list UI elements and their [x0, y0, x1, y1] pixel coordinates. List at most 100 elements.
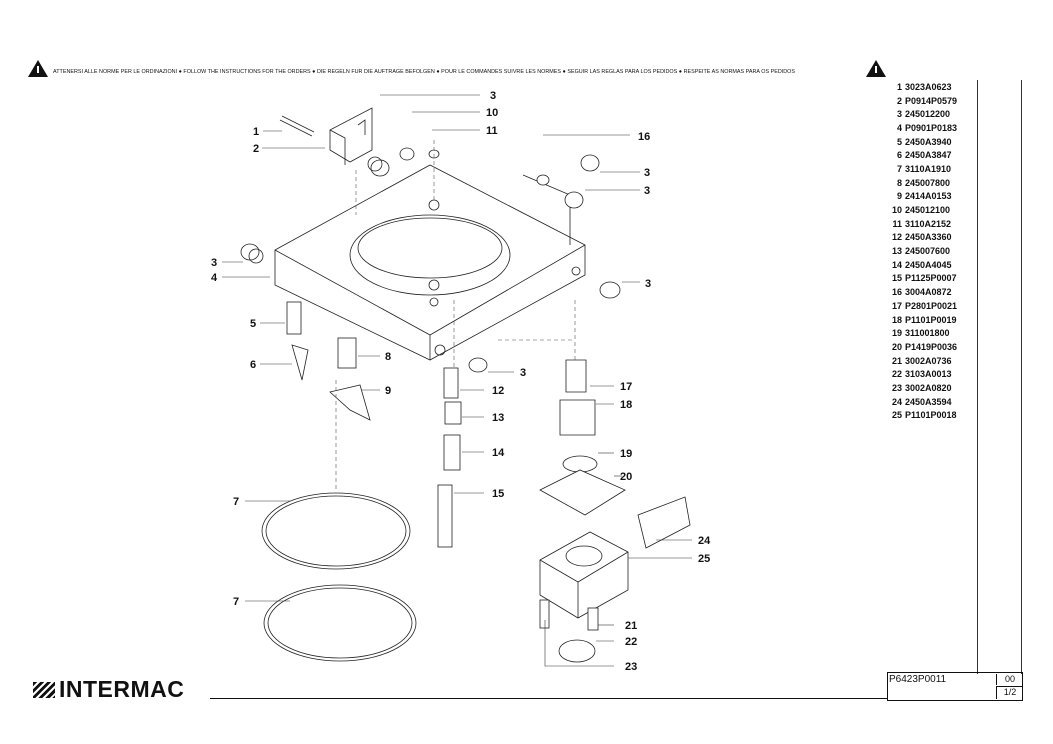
part-number: 18 [891, 314, 902, 325]
warning-triangle-icon [866, 60, 886, 77]
part-number: 6 [896, 150, 902, 161]
callout-15: 15 [492, 488, 504, 500]
part-number: 9 [896, 191, 902, 202]
part-number: 5 [896, 136, 902, 147]
pin [279, 115, 315, 137]
callout-17: 17 [620, 381, 632, 393]
o-ring-lower [263, 584, 417, 662]
callout-14: 14 [492, 447, 505, 459]
callout-8: 8 [385, 351, 391, 363]
callout-labels: 1 2 3 3 3 3 3 3 4 5 6 7 7 8 9 10 11 12 1… [211, 90, 711, 673]
callout-13: 13 [492, 412, 504, 424]
revision: 00 [996, 674, 1023, 685]
part-number: 13 [891, 246, 902, 257]
brand-name: INTERMAC [59, 676, 185, 702]
part-number: 22 [891, 369, 902, 380]
parts-column-divider [977, 80, 978, 674]
part-code: 245012100 [905, 205, 951, 216]
part-number: 12 [891, 232, 902, 243]
part-number: 14 [891, 259, 902, 270]
callout-3: 3 [645, 278, 651, 290]
part-code: 311001800 [905, 328, 950, 339]
part-code: 2414A0153 [905, 191, 952, 202]
o-ring-upper [261, 492, 411, 570]
callout-22: 22 [625, 636, 637, 648]
part-number: 16 [891, 287, 902, 298]
sheet-number: 1/2 [996, 686, 1023, 699]
base-plate [274, 107, 586, 361]
part-code: 2450A3847 [905, 150, 952, 161]
callout-12: 12 [492, 385, 504, 397]
part-number: 1 [896, 81, 902, 92]
part-code: 3110A1910 [905, 163, 952, 174]
callout-3: 3 [644, 167, 650, 179]
callout-9: 9 [385, 385, 391, 397]
part-number: 7 [896, 163, 902, 174]
part-code: 3002A0736 [905, 355, 952, 366]
part-code: 2450A3360 [905, 232, 952, 243]
callout-4: 4 [211, 272, 218, 284]
part-code: 2450A3940 [905, 136, 952, 147]
callout-2: 2 [253, 143, 259, 155]
part-number: 20 [891, 341, 902, 352]
part-code: P1419P0036 [905, 341, 958, 352]
part-number: 17 [891, 300, 902, 311]
parts-column-divider [1021, 80, 1022, 674]
part-code: 2450A4045 [905, 259, 952, 270]
exploded-view-diagram: 1 2 3 3 3 3 3 3 4 5 6 7 7 8 9 10 11 12 1… [211, 90, 711, 673]
callout-18: 18 [620, 399, 632, 411]
part-number: 24 [891, 396, 902, 407]
leader-lines [222, 94, 692, 667]
callout-19: 19 [620, 448, 632, 460]
part-code: P1101P0019 [905, 314, 957, 325]
callout-10: 10 [486, 107, 498, 119]
callout-5: 5 [250, 318, 256, 330]
callout-6: 6 [250, 359, 256, 371]
valve-group [539, 359, 691, 663]
callout-3: 3 [644, 185, 650, 197]
callout-21: 21 [625, 620, 637, 632]
part-code: 245007600 [905, 246, 951, 257]
callout-7: 7 [233, 496, 239, 508]
part-number: 15 [891, 273, 902, 284]
callout-1: 1 [253, 126, 259, 138]
callout-20: 20 [620, 471, 632, 483]
part-number: 4 [896, 122, 902, 133]
left-fittings [286, 301, 371, 421]
part-number: 21 [891, 355, 902, 366]
dashed-center-lines [335, 140, 576, 490]
part-number: 25 [891, 410, 902, 421]
part-number: 10 [891, 205, 902, 216]
intermac-logo-mark-icon [33, 681, 55, 698]
part-code: 245007800 [905, 177, 951, 188]
part-number: 3 [896, 109, 902, 120]
part-code: P0901P0183 [905, 122, 958, 133]
part-code: 3002A0820 [905, 382, 952, 393]
part-number: 23 [891, 382, 902, 393]
callout-3: 3 [211, 257, 217, 269]
